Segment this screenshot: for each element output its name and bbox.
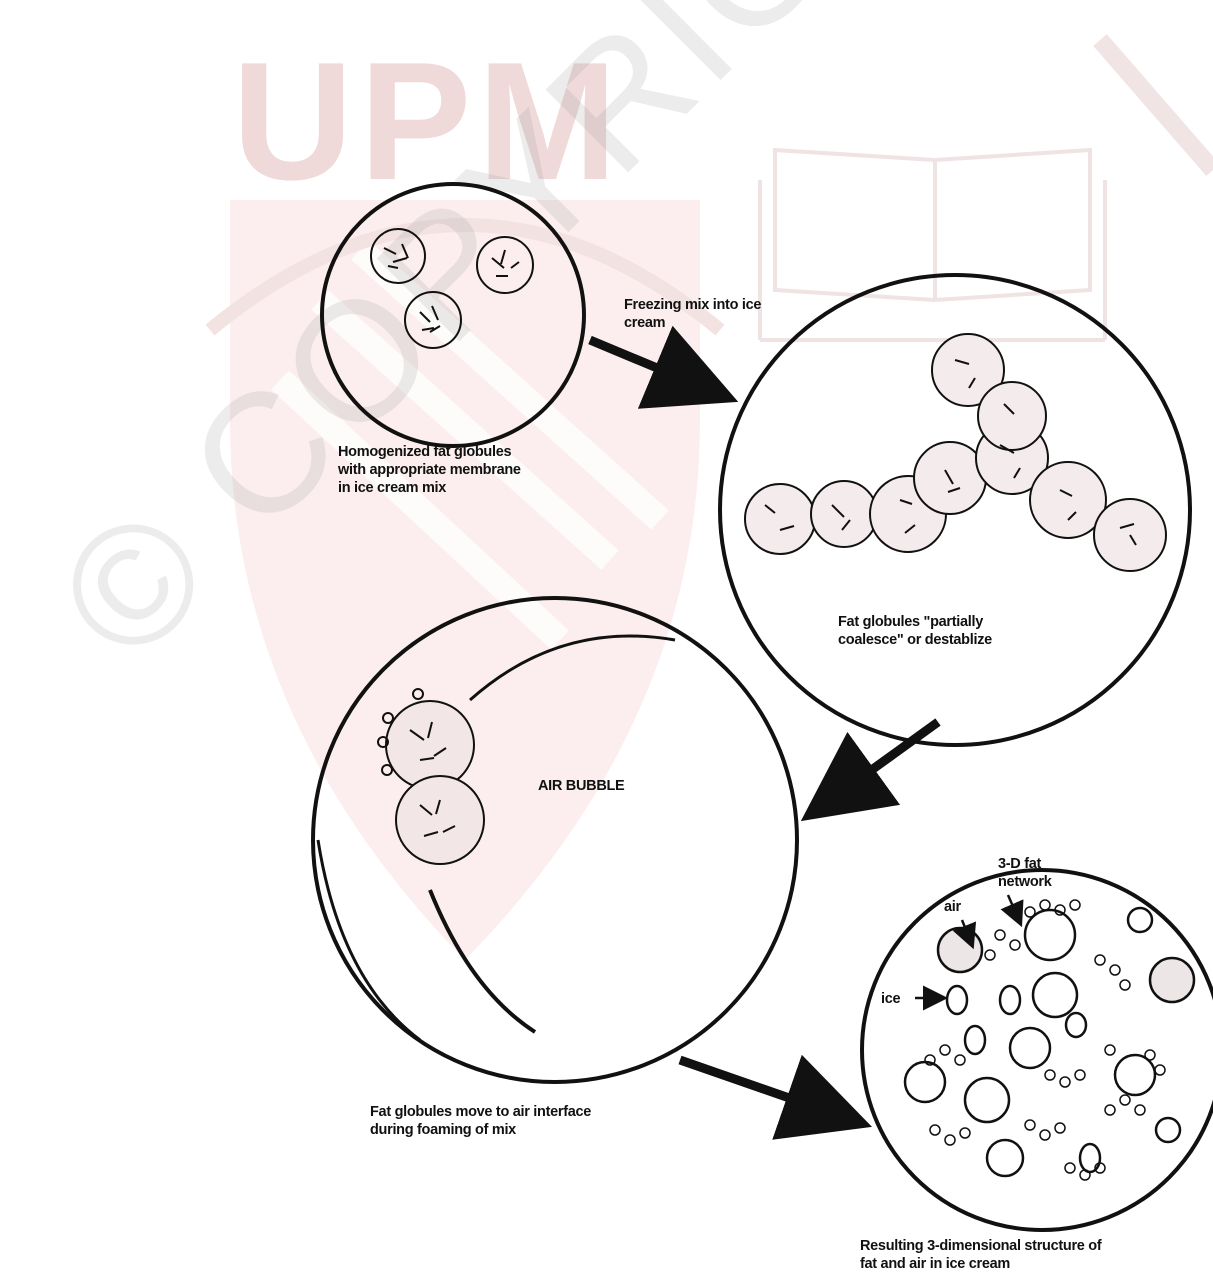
fat-globule (371, 229, 425, 283)
coalesced-circle (720, 275, 1190, 745)
label-freezing: Freezing mix into ice cream (624, 296, 761, 332)
arrow-freezing (590, 340, 705, 388)
final-structure-circle (862, 870, 1213, 1230)
air-bubble-outline (470, 636, 675, 700)
interface-globules (386, 701, 484, 864)
fat-globule (477, 237, 533, 293)
fat-globule (405, 292, 461, 348)
label-resulting: Resulting 3-dimensional structure of fat… (860, 1237, 1101, 1273)
label-air: air (944, 898, 961, 916)
label-ice: ice (881, 990, 900, 1008)
coalesced-globule-chain (745, 334, 1166, 571)
label-network: 3-D fat network (998, 855, 1052, 891)
homogenized-circle (322, 184, 584, 446)
label-homogenized: Homogenized fat globules with appropriat… (338, 443, 521, 497)
pointer-network (1008, 895, 1018, 918)
arrow-structure (680, 1060, 838, 1115)
label-interface: Fat globules move to air interface durin… (370, 1103, 591, 1139)
label-coalesce: Fat globules "partially coalesce" or des… (838, 613, 992, 649)
air-interface-circle (313, 598, 797, 1082)
label-air-bubble: AIR BUBBLE (538, 777, 624, 795)
